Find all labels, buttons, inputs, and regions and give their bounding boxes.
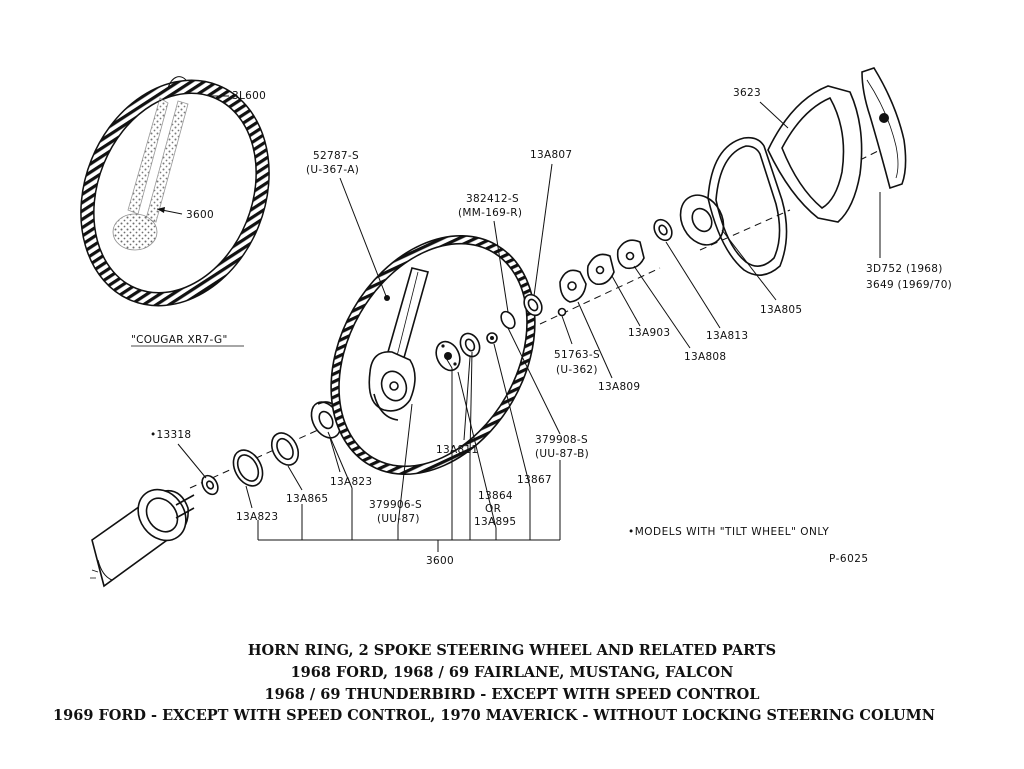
part-13864-contact-plate <box>435 340 461 372</box>
label-379908s: 379908-S <box>535 434 588 446</box>
label-13a808: 13A808 <box>684 351 726 363</box>
part-13a903-cam <box>616 239 645 270</box>
label-13a805: 13A805 <box>760 304 802 316</box>
part-13a805-ring-base <box>679 194 725 246</box>
label-13a811: 13A811 <box>436 444 478 456</box>
label-13a903: 13A903 <box>628 327 670 339</box>
label-382412s-sub: (MM-169-R) <box>458 207 522 219</box>
cougar-wheel-3l600 <box>80 76 270 307</box>
part-13a811-ring <box>459 332 481 358</box>
part-13a809-bracket <box>559 269 587 303</box>
cougar-caption: "COUGAR XR7-G" <box>131 334 228 346</box>
callout-13867: 13867 <box>517 474 552 486</box>
part-13a865-ring <box>270 432 300 466</box>
tilt-wheel-note: •MODELS WITH "TILT WHEEL" ONLY <box>628 526 829 538</box>
label-379906s: 379906-S <box>369 499 422 511</box>
caption-line-2: 1968 FORD, 1968 / 69 FAIRLANE, MUSTANG, … <box>291 664 734 681</box>
label-13a865: 13A865 <box>286 493 328 505</box>
part-13a808-plate <box>586 253 615 286</box>
callout-3l600: 3L600 <box>210 90 266 102</box>
label-or: OR <box>485 503 501 515</box>
callout-13a808: 13A808 <box>633 265 726 363</box>
label-382412s: 382412-S <box>466 193 519 205</box>
callout-13a903: 13A903 <box>611 275 670 339</box>
callout-379906s: 379906-S (UU-87) <box>369 499 422 525</box>
figure-code: P-6025 <box>829 553 869 565</box>
part-51763s-screw <box>557 307 567 317</box>
label-13a823-upper: 13A823 <box>330 476 372 488</box>
callout-13a809: 13A809 <box>577 301 640 393</box>
part-horn-cover <box>767 85 863 223</box>
callout-51763s: 51763-S (U-362) <box>554 315 600 376</box>
label-3649: 3649 (1969/70) <box>866 279 952 291</box>
label-51763s-sub: (U-362) <box>556 364 598 376</box>
label-3d752: 3D752 (1968) <box>866 263 943 275</box>
label-13867: 13867 <box>517 474 552 486</box>
part-13a813-spacer <box>653 218 673 242</box>
callout-3623: 3623 <box>733 87 789 129</box>
label-13a813: 13A813 <box>706 330 748 342</box>
callout-13a807: 13A807 <box>530 149 572 297</box>
bracket-3600: 3600 <box>257 343 561 567</box>
callout-13a823-upper: 13A823 <box>329 437 372 488</box>
label-13a807: 13A807 <box>530 149 572 161</box>
label-13a823-lower: 13A823 <box>236 511 278 523</box>
part-382412s-screw <box>500 310 516 330</box>
callout-13a813: 13A813 <box>665 241 748 342</box>
part-13318-washer <box>201 474 219 496</box>
caption-line-1: HORN RING, 2 SPOKE STEERING WHEEL AND RE… <box>248 642 776 659</box>
label-3600-bottom: 3600 <box>426 555 454 567</box>
callout-3600-cougar: 3600 <box>156 207 214 221</box>
steering-column <box>90 488 195 588</box>
label-379908s-sub: (UU-87-B) <box>535 448 589 460</box>
callout-13864: 13864 OR 13A895 <box>474 490 516 528</box>
assembly-centerline <box>189 139 901 489</box>
callout-382412s: 382412-S (MM-169-R) <box>458 193 522 313</box>
callout-13318: •13318 <box>150 429 207 479</box>
part-13a807-spring <box>523 293 543 317</box>
part-13867-nut <box>486 332 498 344</box>
label-51763s: 51763-S <box>554 349 600 361</box>
label-3623: 3623 <box>733 87 761 99</box>
caption-line-3: 1968 / 69 THUNDERBIRD - EXCEPT WITH SPEE… <box>265 686 760 703</box>
callout-3649: 3D752 (1968) 3649 (1969/70) <box>866 192 952 291</box>
callout-52787s: 52787-S (U-367-A) <box>306 150 387 297</box>
label-13318: •13318 <box>150 429 191 441</box>
part-3623-horn-ring <box>707 136 788 276</box>
diagram-caption: HORN RING, 2 SPOKE STEERING WHEEL AND RE… <box>53 642 935 724</box>
callout-13a811: 13A811 <box>436 356 478 456</box>
callout-13a823-lower: 13A823 <box>236 485 278 523</box>
callout-379908s: 379908-S (UU-87-B) <box>507 327 589 460</box>
callout-13a865: 13A865 <box>286 465 328 505</box>
label-13a809: 13A809 <box>598 381 640 393</box>
caption-line-4: 1969 FORD - EXCEPT WITH SPEED CONTROL, 1… <box>53 707 935 724</box>
label-52787s-sub: (U-367-A) <box>306 164 359 176</box>
part-3649-emblem <box>861 67 907 190</box>
callout-13a805: 13A805 <box>721 229 802 316</box>
label-3l600: 3L600 <box>232 90 266 102</box>
label-52787s: 52787-S <box>313 150 359 162</box>
steering-wheel-3600 <box>330 234 536 476</box>
label-13864: 13864 <box>478 490 513 502</box>
label-3600-wheel: 3600 <box>186 209 214 221</box>
part-13a823-lower-ring <box>232 449 264 487</box>
